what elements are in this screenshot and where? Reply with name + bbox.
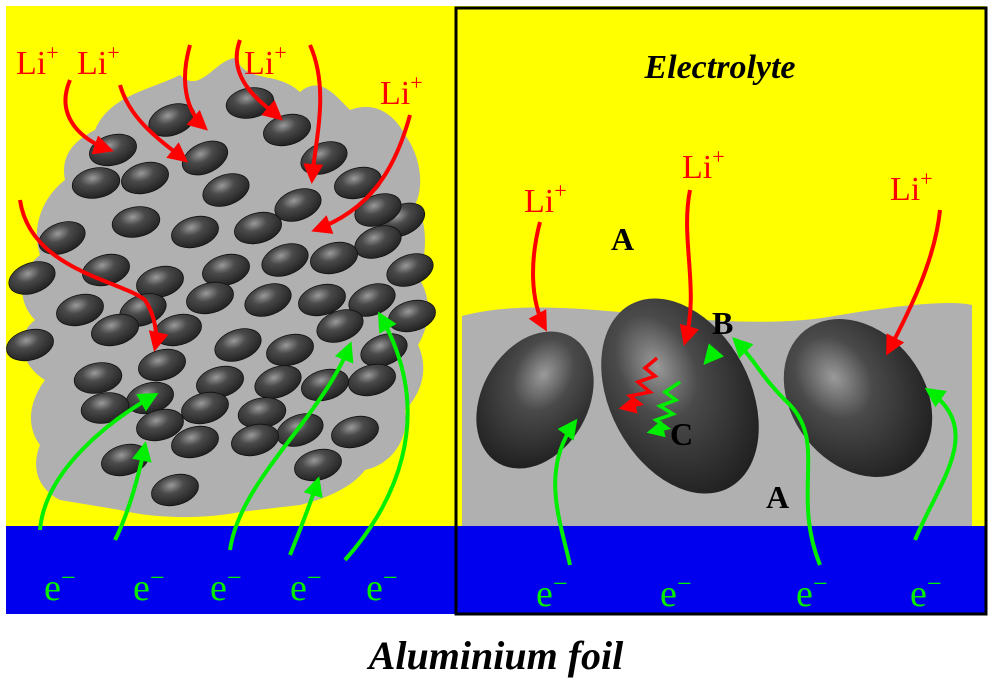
active-particle-icon [181, 391, 229, 425]
active-particle-icon [38, 221, 86, 255]
active-particle-icon [298, 283, 346, 317]
electron-arrow-icon [553, 337, 958, 566]
electron-label: e− [133, 563, 165, 609]
region-label-a: A [766, 479, 789, 515]
active-particle-icon [266, 333, 314, 367]
active-particle-icon [348, 363, 396, 397]
active-particle-icon [386, 253, 434, 287]
electron-label: e− [290, 563, 322, 609]
active-particle-icon [6, 328, 54, 362]
foil-caption: Aluminium foil [368, 633, 624, 678]
active-particle-icon [348, 283, 396, 317]
active-particle-icon [91, 313, 139, 347]
ion-label: Li+ [380, 70, 423, 112]
active-particle-icon [263, 113, 311, 147]
active-particle-icon [274, 188, 322, 222]
ion-label: Li+ [524, 178, 567, 220]
active-particle-icon [301, 368, 349, 402]
ion-label: Li+ [77, 40, 120, 82]
active-particle-icon [136, 265, 184, 299]
active-particle-icon [80, 392, 130, 424]
active-particle-icon [234, 211, 282, 245]
electron-arrow-icon [38, 311, 410, 562]
aluminium-foil-layer [6, 526, 986, 614]
region-label-c: C [670, 416, 693, 452]
active-particle-icon [71, 167, 121, 199]
active-particle-icon [244, 283, 292, 317]
electron-label: e− [210, 563, 242, 609]
active-particle-icon [202, 253, 250, 287]
active-particle-icon [56, 293, 104, 327]
ion-label: Li+ [16, 40, 59, 82]
active-particle-icon [214, 328, 262, 362]
region-label-a: A [611, 221, 634, 257]
zoom-frame [454, 6, 988, 616]
active-particle-icon [202, 173, 250, 207]
ion-arrow-icon [18, 39, 412, 352]
electron-label: e− [660, 569, 692, 615]
ion-diffusion-zigzag-icon [618, 356, 659, 414]
electron-label: e− [910, 569, 942, 615]
ion-label: Li+ [890, 166, 933, 208]
electron-label: e− [536, 569, 568, 615]
ion-label: Li+ [244, 40, 287, 82]
active-particle-icon [151, 473, 199, 507]
active-particle-right-3 [783, 318, 933, 478]
region-label-b: B [712, 305, 733, 341]
ion-label: Li+ [682, 144, 725, 186]
active-particle-icon [354, 193, 402, 227]
active-particle-icon [360, 333, 408, 367]
active-particle-icon [121, 161, 169, 195]
active-particle-icon [316, 309, 364, 343]
electron-label: e− [366, 563, 398, 609]
electrolyte-label: Electrolyte [643, 49, 795, 86]
active-particle-icon [261, 243, 309, 277]
active-particle-icon [171, 215, 219, 249]
active-particle-icon [73, 362, 123, 394]
active-particle-icon [334, 166, 382, 200]
active-particle-icon [186, 281, 234, 315]
active-particle-icon [111, 206, 161, 238]
active-particle-icon [181, 140, 229, 176]
active-particle-icon [171, 425, 219, 459]
electron-label: e− [44, 563, 76, 609]
active-particle-icon [8, 261, 56, 295]
active-particle-icon [331, 415, 379, 449]
electron-arrow-icon [703, 343, 725, 366]
electron-label: e− [796, 569, 828, 615]
electron-diffusion-zigzag-icon [646, 380, 681, 438]
active-particle-icon [254, 365, 302, 399]
active-particle-icon [231, 423, 279, 457]
ion-arrow-icon [528, 189, 942, 356]
active-particle-icon [310, 241, 358, 275]
